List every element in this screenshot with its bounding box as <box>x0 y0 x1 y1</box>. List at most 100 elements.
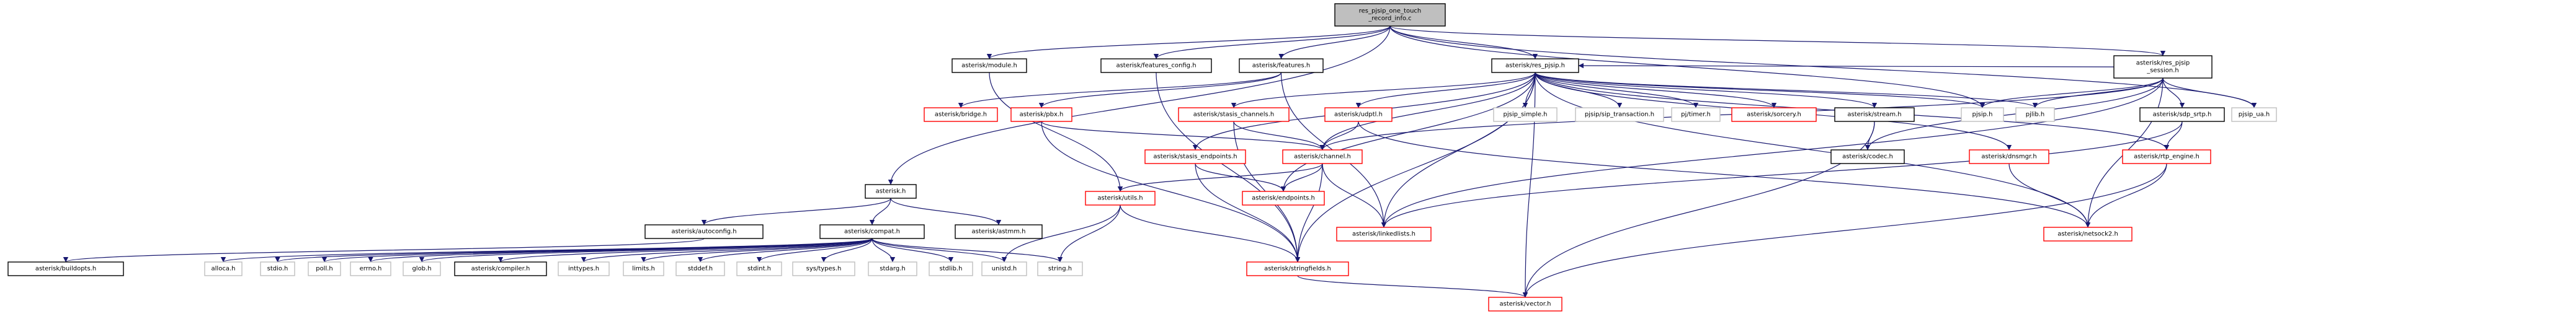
edge-compat-to-stddef <box>697 238 873 263</box>
node-label-pjlib: pjlib.h <box>2026 111 2045 118</box>
edge-res_pjsip_session-to-pjsip_h <box>1979 77 2164 108</box>
node-alloca: alloca.h <box>204 261 243 276</box>
node-stasis_channels[interactable]: asterisk/stasis_channels.h <box>1178 107 1290 122</box>
node-sorcery[interactable]: asterisk/sorcery.h <box>1731 107 1817 122</box>
node-box-linkedlists <box>1336 227 1432 242</box>
node-compiler[interactable]: asterisk/compiler.h <box>454 261 547 276</box>
node-label-asterisk_h: asterisk.h <box>876 188 906 195</box>
node-box-root <box>1334 3 1446 27</box>
node-res_pjsip_session[interactable]: asterisk/res_pjsip_session.h <box>2113 55 2213 79</box>
edge-compat-to-stdlib <box>871 238 954 263</box>
node-box-stream <box>1834 107 1915 122</box>
edge-res_pjsip-to-linkedlists <box>1381 72 1536 228</box>
node-pjlib: pjlib.h <box>2015 107 2055 122</box>
edge-pbx-to-stringfields <box>1041 121 1301 263</box>
edge-root-to-features_config <box>1153 25 1391 59</box>
node-dnsmgr[interactable]: asterisk/dnsmgr.h <box>1969 149 2049 164</box>
node-box-module <box>952 58 1027 73</box>
edge-res_pjsip-to-pj_timer <box>1535 72 1699 108</box>
node-stasis_endpoints[interactable]: asterisk/stasis_endpoints.h <box>1144 149 1246 164</box>
node-buildopts[interactable]: asterisk/buildopts.h <box>7 261 124 276</box>
edge-compat-to-stdarg <box>871 238 896 263</box>
node-stdint: stdint.h <box>736 261 782 276</box>
edge-dnsmgr-to-netsock2 <box>2008 163 2091 228</box>
node-box-string <box>1037 261 1083 276</box>
node-features_config[interactable]: asterisk/features_config.h <box>1100 58 1212 73</box>
node-label-stasis_endpoints: asterisk/stasis_endpoints.h <box>1153 154 1237 160</box>
node-box-udptl <box>1324 107 1393 122</box>
edge-compat-to-compiler <box>498 238 873 263</box>
edge-res_pjsip-to-stasis_channels <box>1231 72 1536 108</box>
node-module[interactable]: asterisk/module.h <box>952 58 1027 73</box>
node-label-features_config: asterisk/features_config.h <box>1116 63 1196 69</box>
node-root[interactable]: res_pjsip_one_touch_record_info.c <box>1334 3 1446 27</box>
node-endpoints[interactable]: asterisk/endpoints.h <box>1242 191 1325 206</box>
node-sdp_srtp[interactable]: asterisk/sdp_srtp.h <box>2139 107 2225 122</box>
node-asterisk_h[interactable]: asterisk.h <box>865 184 917 199</box>
node-label-res_pjsip_session: _session.h <box>2146 68 2179 74</box>
node-codec[interactable]: asterisk/codec.h <box>1830 149 1905 164</box>
node-label-limits: limits.h <box>632 266 655 273</box>
node-compat[interactable]: asterisk/compat.h <box>819 224 925 239</box>
node-unistd: unistd.h <box>981 261 1027 276</box>
edge-compat-to-errno <box>368 238 873 263</box>
node-label-pbx: asterisk/pbx.h <box>1020 111 1064 118</box>
node-netsock2[interactable]: asterisk/netsock2.h <box>2043 227 2133 242</box>
node-astmm[interactable]: asterisk/astmm.h <box>955 224 1043 239</box>
edge-channel-to-stringfields <box>1295 163 1323 263</box>
edge-utils-to-unistd <box>1001 204 1121 263</box>
node-autoconfig[interactable]: asterisk/autoconfig.h <box>644 224 764 239</box>
node-box-sdp_srtp <box>2139 107 2225 122</box>
node-label-res_pjsip_session: asterisk/res_pjsip <box>2136 60 2190 67</box>
edge-channel-to-utils <box>1117 163 1323 192</box>
edge-features-to-bridge <box>958 72 1282 108</box>
edge-autoconfig-to-buildopts <box>63 238 705 263</box>
node-box-dnsmgr <box>1969 149 2049 164</box>
node-label-res_pjsip: asterisk/res_pjsip.h <box>1505 63 1565 69</box>
node-label-inttypes: inttypes.h <box>568 266 599 273</box>
node-rtp_engine[interactable]: asterisk/rtp_engine.h <box>2122 149 2211 164</box>
node-label-endpoints: asterisk/endpoints.h <box>1252 195 1315 202</box>
node-label-glob: glob.h <box>412 266 431 273</box>
node-bridge[interactable]: asterisk/bridge.h <box>924 107 998 122</box>
node-stringfields[interactable]: asterisk/stringfields.h <box>1246 261 1349 276</box>
edge-root-to-pjsip_h <box>1389 25 1985 108</box>
node-pbx[interactable]: asterisk/pbx.h <box>1010 107 1072 122</box>
edge-res_pjsip_session-to-pjlib <box>2032 77 2164 108</box>
node-box-endpoints <box>1242 191 1325 206</box>
edge-stasis_endpoints-to-stringfields <box>1195 163 1301 263</box>
node-label-bridge: asterisk/bridge.h <box>935 111 987 118</box>
edge-compat-to-unistd <box>871 238 1007 263</box>
node-box-stasis_endpoints <box>1144 149 1246 164</box>
node-vector[interactable]: asterisk/vector.h <box>1488 297 1562 312</box>
node-pjsip_h: pjsip.h <box>1961 107 2004 122</box>
node-label-stdlib: stdlib.h <box>940 266 963 273</box>
node-label-stasis_channels: asterisk/stasis_channels.h <box>1193 111 1274 118</box>
node-stream[interactable]: asterisk/stream.h <box>1834 107 1915 122</box>
node-utils[interactable]: asterisk/utils.h <box>1085 191 1156 206</box>
node-inttypes: inttypes.h <box>558 261 610 276</box>
edge-res_pjsip-to-vector <box>1522 72 1536 298</box>
edge-compat-to-alloca <box>221 238 873 263</box>
node-udptl[interactable]: asterisk/udptl.h <box>1324 107 1393 122</box>
node-box-systypes <box>792 261 855 276</box>
node-res_pjsip[interactable]: asterisk/res_pjsip.h <box>1491 58 1579 73</box>
node-label-sorcery: asterisk/sorcery.h <box>1747 111 1801 118</box>
node-label-rtp_engine: asterisk/rtp_engine.h <box>2134 154 2199 160</box>
node-features[interactable]: asterisk/features.h <box>1239 58 1324 73</box>
node-channel[interactable]: asterisk/channel.h <box>1282 149 1363 164</box>
node-box-stringfields <box>1246 261 1349 276</box>
node-stdarg: stdarg.h <box>868 261 917 276</box>
node-label-errno: errno.h <box>360 266 382 273</box>
node-label-buildopts: asterisk/buildopts.h <box>35 266 96 273</box>
node-box-compat <box>819 224 925 239</box>
node-label-unistd: unistd.h <box>992 266 1017 273</box>
edge-root-to-asterisk_h <box>888 25 1391 185</box>
node-box-pbx <box>1010 107 1072 122</box>
node-label-autoconfig: asterisk/autoconfig.h <box>671 229 736 235</box>
node-label-module: asterisk/module.h <box>961 63 1017 69</box>
node-box-poll <box>308 261 341 276</box>
node-linkedlists[interactable]: asterisk/linkedlists.h <box>1336 227 1432 242</box>
edge-res_pjsip-to-pjsip_h <box>1535 72 1985 108</box>
edge-rtp_engine-to-netsock2 <box>2085 163 2167 228</box>
